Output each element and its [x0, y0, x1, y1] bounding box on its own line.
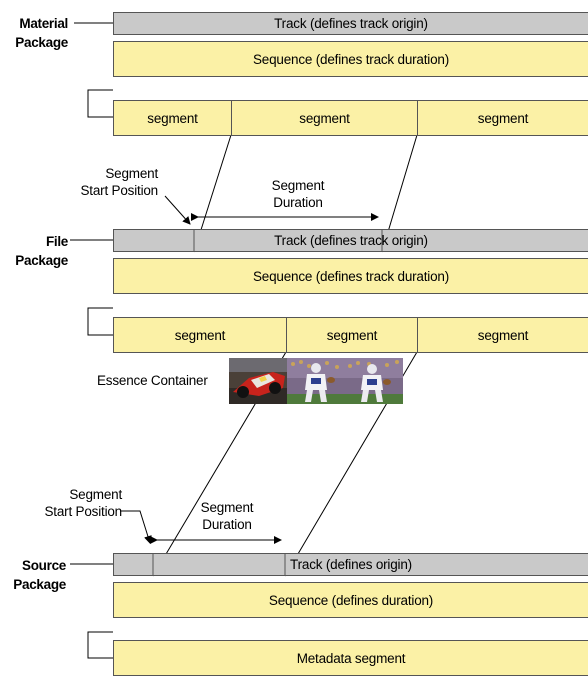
lower-start-position-label: Segment Start Position — [12, 486, 123, 520]
lower-duration-line1: Segment — [200, 500, 254, 515]
source-sequence[interactable]: Sequence (defines duration) — [113, 582, 588, 618]
upper-start-line2: Start Position — [80, 183, 159, 198]
lower-duration-line2: Duration — [202, 517, 252, 532]
upper-duration-line1: Segment — [271, 178, 325, 193]
essence-container-label: Essence Container — [97, 373, 208, 388]
file-sequence[interactable]: Sequence (defines track duration) — [113, 258, 588, 294]
material-segment-2[interactable]: segment — [231, 100, 418, 136]
file-track[interactable]: Track (defines track origin) — [113, 229, 588, 252]
start-pointer-lower — [120, 510, 152, 544]
file-package-label: File Package — [8, 232, 68, 270]
file-package-label-line2: Package — [15, 253, 68, 268]
lower-start-line1: Segment — [69, 487, 122, 502]
race-car-thumbnail — [229, 358, 287, 404]
material-package-label-line2: Package — [15, 35, 68, 50]
material-segment-1[interactable]: segment — [113, 100, 232, 136]
football-player-thumbnail-2 — [345, 358, 403, 404]
start-pointer-upper — [164, 195, 191, 225]
source-package-label: Source Package — [6, 556, 66, 594]
upper-duration-label: Segment Duration — [248, 177, 348, 211]
file-seq-bracket — [87, 307, 113, 336]
material-segment-3[interactable]: segment — [417, 100, 588, 136]
upper-duration-line2: Duration — [273, 195, 323, 210]
file-segment-3[interactable]: segment — [417, 317, 588, 353]
source-package-label-line1: Source — [22, 558, 66, 573]
source-seq-bracket — [87, 631, 113, 659]
file-segment-1[interactable]: segment — [113, 317, 287, 353]
lower-duration-label: Segment Duration — [177, 499, 277, 533]
source-track[interactable]: Track (defines origin) — [113, 553, 588, 576]
material-track[interactable]: Track (defines track origin) — [113, 12, 588, 35]
upper-start-line1: Segment — [105, 166, 158, 181]
material-package-label-line1: Material — [19, 16, 68, 31]
football-player-icon — [345, 358, 403, 404]
file-package-label-line1: File — [45, 234, 68, 249]
football-player-icon — [287, 358, 345, 404]
material-package-label: Material Package — [8, 14, 68, 52]
upper-start-position-label: Segment Start Position — [50, 165, 159, 199]
material-seq-bracket — [87, 89, 113, 118]
lower-start-line2: Start Position — [44, 504, 123, 519]
material-sequence[interactable]: Sequence (defines track duration) — [113, 41, 588, 77]
source-package-label-line2: Package — [13, 577, 66, 592]
race-car-icon — [229, 358, 287, 404]
football-player-thumbnail-1 — [287, 358, 345, 404]
